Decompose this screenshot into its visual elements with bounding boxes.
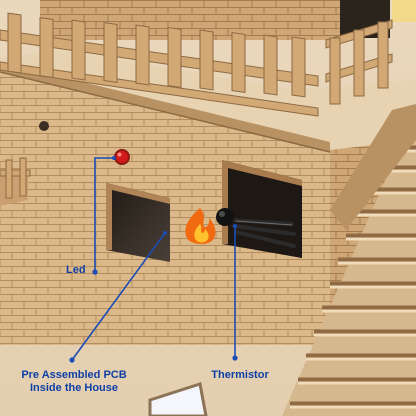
pcb-label-line-2: Inside the House xyxy=(29,382,119,394)
roof-edge-trim xyxy=(0,62,330,152)
fire-icon xyxy=(185,208,216,245)
led-label: Led xyxy=(66,264,86,276)
staircase xyxy=(282,104,416,416)
callout-led-line xyxy=(92,156,116,275)
thermistor-label: Thermistor xyxy=(211,369,269,381)
stair-railing xyxy=(325,19,393,105)
thermistor-icon xyxy=(216,208,234,226)
thermistor-wires xyxy=(230,218,296,248)
wall-vent-hole xyxy=(39,121,49,131)
left-fence xyxy=(0,157,31,199)
pcb-label-line-1: Pre Assembled PCB xyxy=(21,369,127,381)
floor-light-panel xyxy=(148,382,208,416)
upper-window-light xyxy=(392,0,416,22)
door-opening xyxy=(106,183,170,262)
front-railing xyxy=(0,12,319,117)
pcb-label: Pre Assembled PCB Inside the House xyxy=(12,369,136,395)
callout-thermistor-line xyxy=(232,224,238,361)
callout-pcb-line xyxy=(69,231,167,363)
